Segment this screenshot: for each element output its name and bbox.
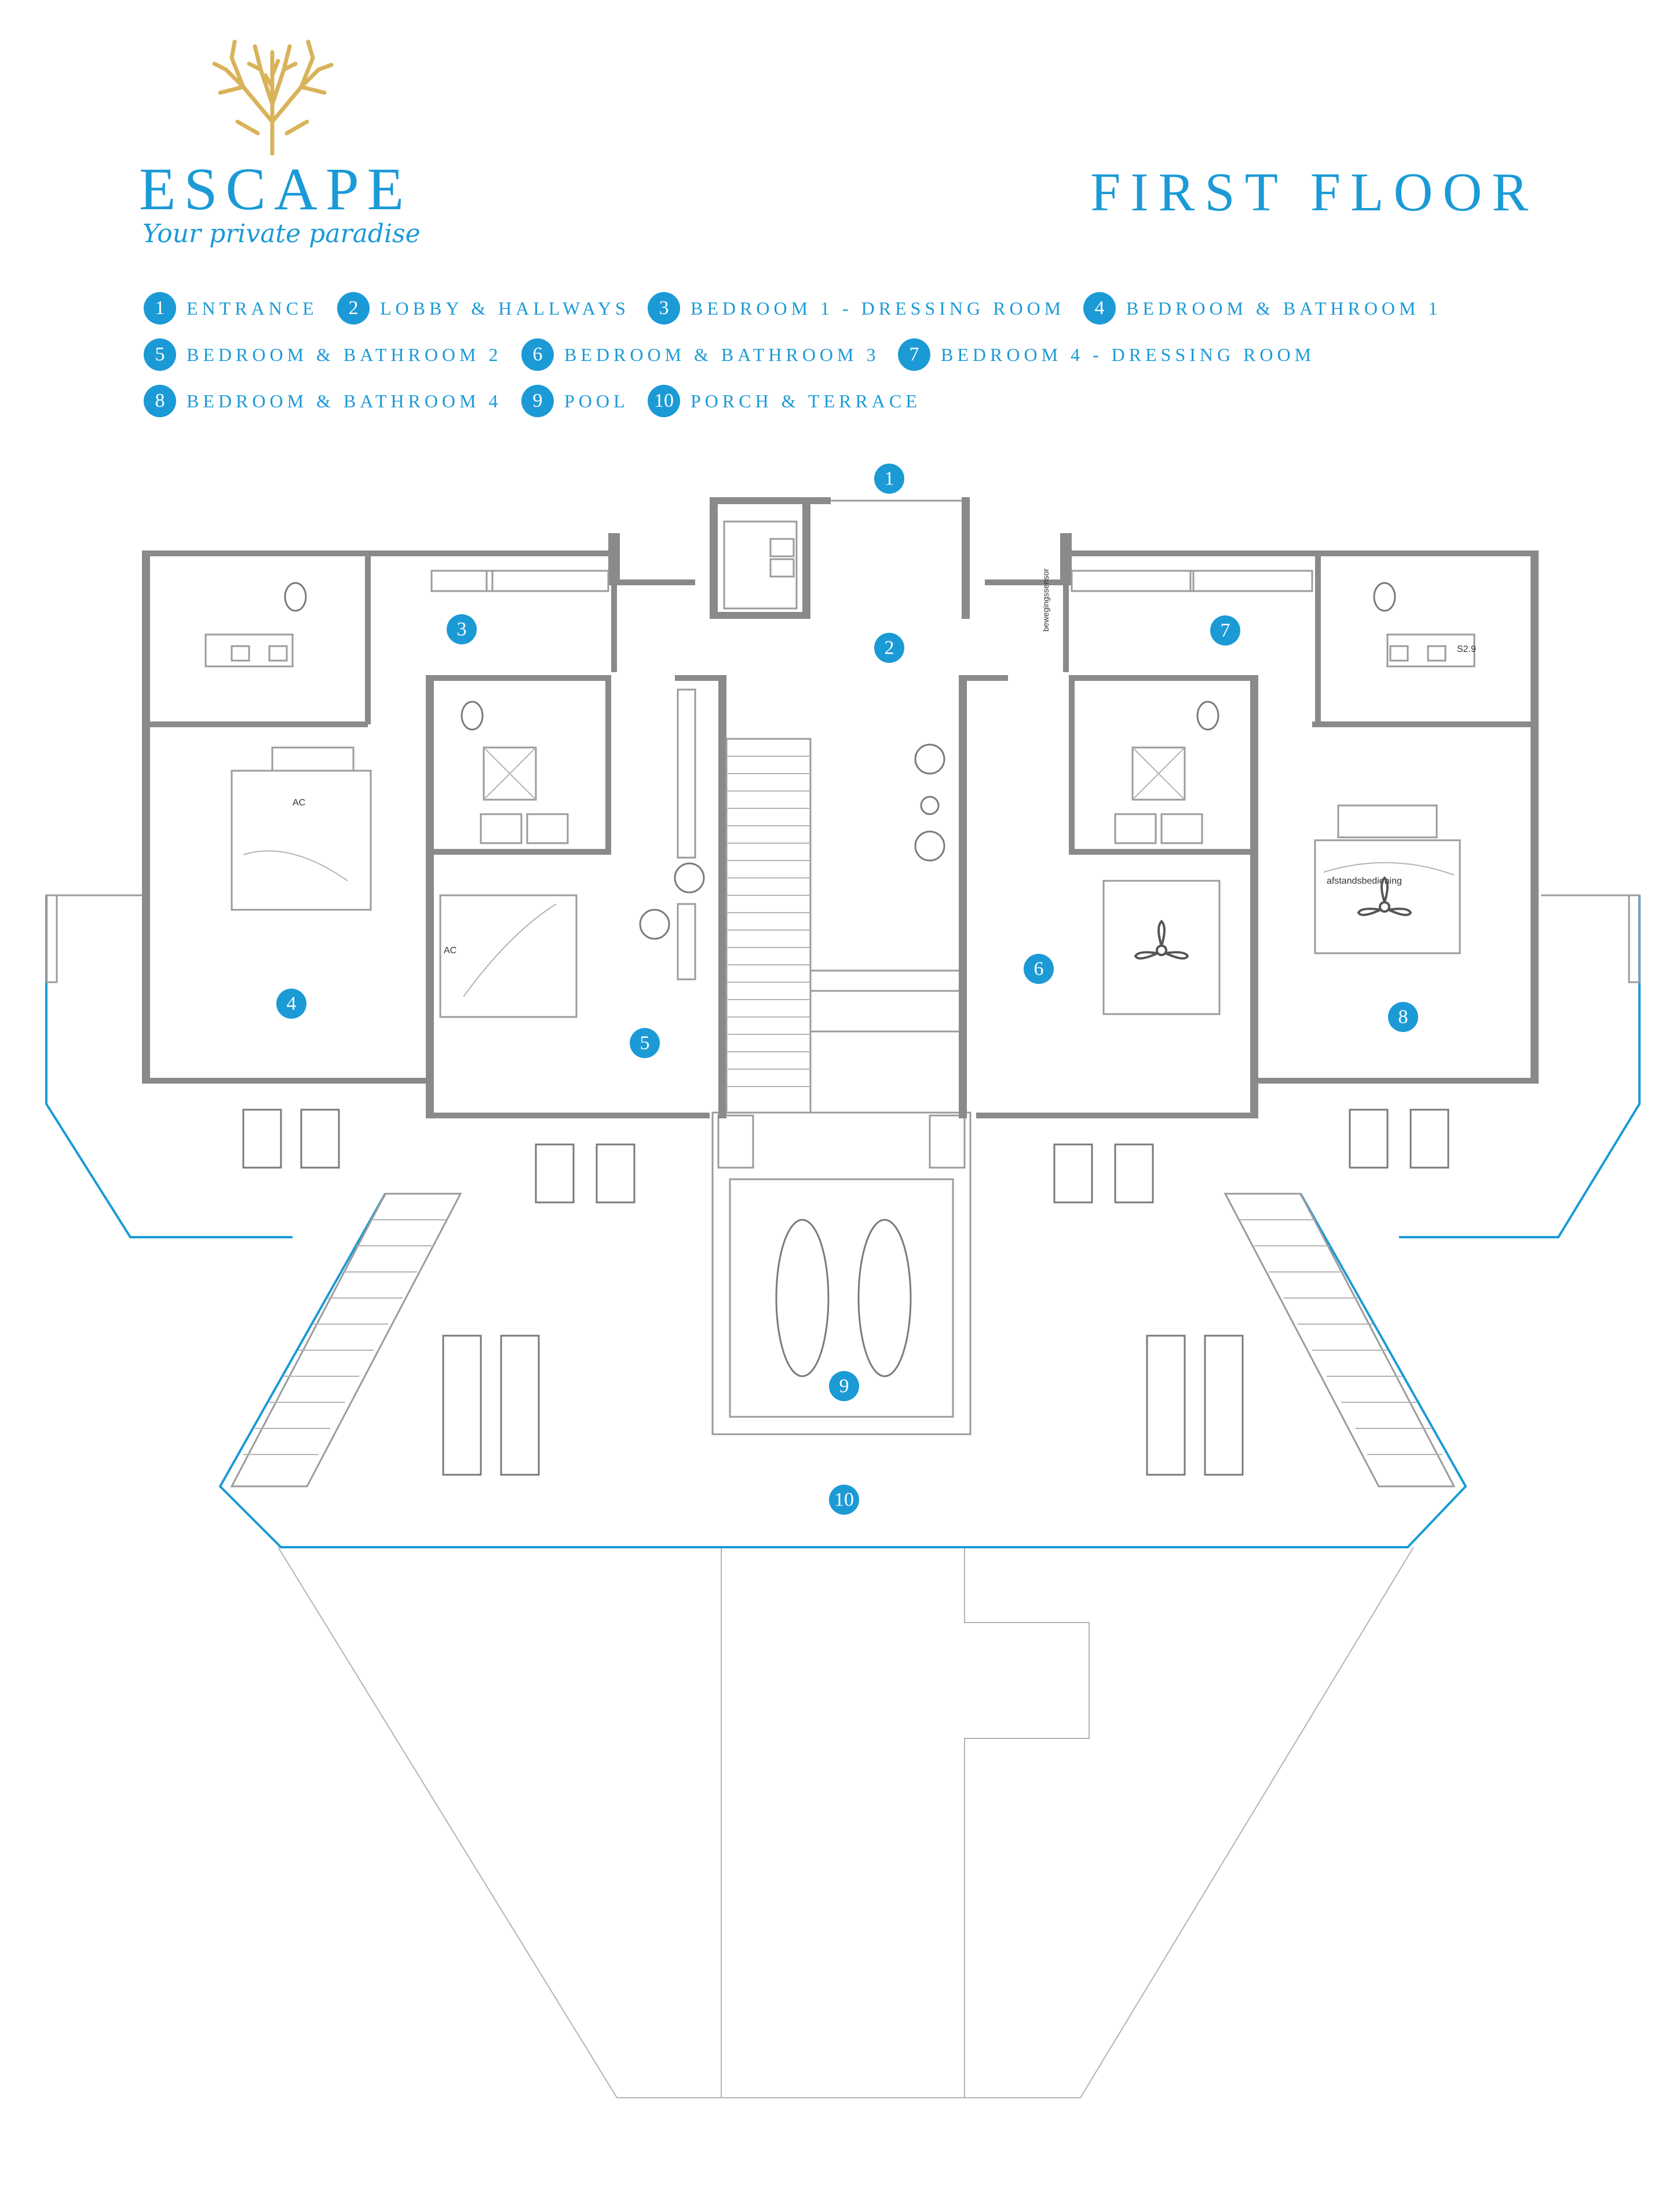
plan-marker-5: 5 bbox=[630, 1028, 660, 1058]
plan-marker-4: 4 bbox=[276, 989, 306, 1019]
ceiling-fan-icon bbox=[1357, 876, 1412, 916]
legend-label: BEDROOM & BATHROOM 3 bbox=[564, 344, 880, 365]
legend-label: BEDROOM 4 - DRESSING ROOM bbox=[941, 344, 1316, 365]
legend-num: 3 bbox=[648, 292, 680, 325]
page-title: FIRST FLOOR bbox=[1090, 162, 1538, 223]
brand-name: ESCAPE bbox=[139, 156, 412, 223]
legend-item-5: 5 BEDROOM & BATHROOM 2 bbox=[144, 338, 502, 371]
legend-label: LOBBY & HALLWAYS bbox=[380, 297, 630, 319]
svg-text:8: 8 bbox=[1398, 1007, 1408, 1028]
beds bbox=[231, 746, 1461, 1018]
plan-marker-1: 1 bbox=[874, 464, 904, 494]
plan-marker-8: 8 bbox=[1388, 1002, 1418, 1032]
ac-label-left: AC bbox=[293, 798, 305, 808]
legend-num: 2 bbox=[337, 292, 370, 325]
legend-num: 1 bbox=[144, 292, 176, 325]
legend-label: BEDROOM & BATHROOM 1 bbox=[1126, 297, 1442, 319]
legend-num: 7 bbox=[898, 338, 930, 371]
plan-marker-9: 9 bbox=[829, 1371, 859, 1401]
legend-num: 5 bbox=[144, 338, 176, 371]
svg-text:3: 3 bbox=[457, 619, 467, 640]
bathroom-fixtures bbox=[204, 570, 1476, 844]
svg-text:4: 4 bbox=[287, 993, 297, 1015]
plan-marker-6: 6 bbox=[1024, 954, 1054, 984]
svg-text:6: 6 bbox=[1034, 958, 1044, 980]
legend-item-9: 9 POOL bbox=[521, 385, 629, 417]
svg-text:9: 9 bbox=[839, 1376, 849, 1397]
coral-tree-icon bbox=[212, 39, 334, 156]
lobby bbox=[639, 520, 945, 980]
terrace-outline bbox=[45, 895, 1641, 1548]
terrace-stairs-left bbox=[230, 1193, 462, 1488]
legend-item-6: 6 BEDROOM & BATHROOM 3 bbox=[521, 338, 879, 371]
svg-text:10: 10 bbox=[834, 1489, 854, 1511]
legend-item-8: 8 BEDROOM & BATHROOM 4 bbox=[144, 385, 502, 417]
remote-label: afstandsbediening bbox=[1327, 876, 1402, 886]
brand-logo: ESCAPE Your private paradise bbox=[139, 35, 421, 255]
code-label: S2.9 bbox=[1457, 644, 1476, 654]
plan-marker-7: 7 bbox=[1210, 615, 1240, 646]
building-walls bbox=[142, 497, 1539, 1118]
interior-walls bbox=[142, 556, 1539, 1118]
svg-text:7: 7 bbox=[1221, 620, 1230, 641]
legend-label: BEDROOM 1 - DRESSING ROOM bbox=[691, 297, 1065, 319]
legend-num: 9 bbox=[521, 385, 554, 417]
pool bbox=[711, 1111, 972, 1435]
terrace-furniture bbox=[242, 1109, 1449, 1476]
plan-marker-2: 2 bbox=[874, 633, 904, 663]
motion-sensor-label: bewegingssensor bbox=[1041, 568, 1050, 632]
legend-num: 6 bbox=[521, 338, 554, 371]
legend-num: 8 bbox=[144, 385, 176, 417]
legend-item-3: 3 BEDROOM 1 - DRESSING ROOM bbox=[648, 292, 1065, 325]
legend-item-4: 4 BEDROOM & BATHROOM 1 bbox=[1083, 292, 1441, 325]
legend-label: ENTRANCE bbox=[187, 297, 318, 319]
ac-label-mid: AC bbox=[444, 946, 456, 956]
legend-num: 10 bbox=[648, 385, 680, 417]
site-outline bbox=[277, 1547, 1414, 2098]
legend-item-2: 2 LOBBY & HALLWAYS bbox=[337, 292, 630, 325]
legend-label: BEDROOM & BATHROOM 2 bbox=[187, 344, 502, 365]
svg-text:5: 5 bbox=[640, 1033, 650, 1054]
legend-label: PORCH & TERRACE bbox=[691, 390, 921, 411]
plan-marker-3: 3 bbox=[447, 614, 477, 644]
ceiling-fan-icon bbox=[1134, 920, 1189, 960]
legend-label: BEDROOM & BATHROOM 4 bbox=[187, 390, 502, 411]
side-balconies bbox=[45, 894, 1641, 983]
legend-item-7: 7 BEDROOM 4 - DRESSING ROOM bbox=[898, 338, 1315, 371]
terrace-stairs-right bbox=[1224, 1193, 1456, 1488]
main-stairs bbox=[725, 738, 959, 1114]
legend-item-1: 1 ENTRANCE bbox=[144, 292, 318, 325]
svg-text:1: 1 bbox=[885, 468, 894, 490]
plan-marker-10: 10 bbox=[829, 1485, 859, 1515]
legend-label: POOL bbox=[564, 390, 629, 411]
legend-num: 4 bbox=[1083, 292, 1116, 325]
svg-text:2: 2 bbox=[885, 637, 894, 659]
legend-item-10: 10 PORCH & TERRACE bbox=[648, 385, 921, 417]
brand-tagline: Your private paradise bbox=[143, 219, 421, 249]
